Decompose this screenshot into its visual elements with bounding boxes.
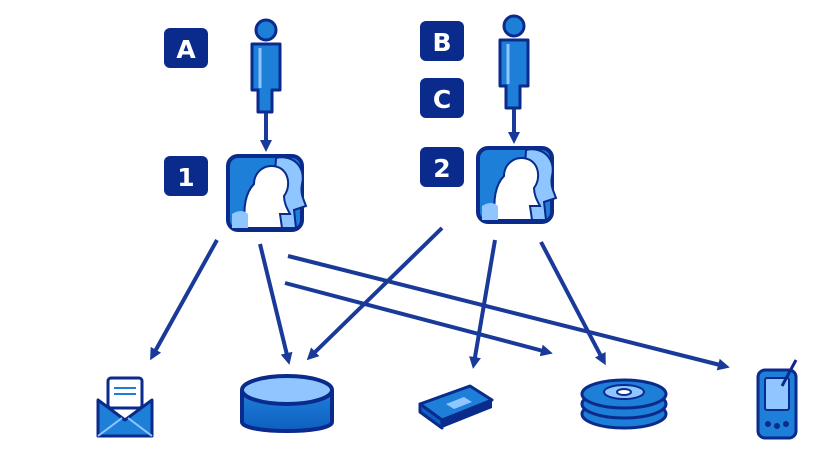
arrow-group-1-to-mail: [150, 239, 219, 361]
arrow-group-1-to-pda: [287, 254, 730, 371]
person-icon: [498, 14, 530, 110]
badge-b-label: B: [432, 28, 451, 57]
badge-1-label: 1: [177, 163, 194, 192]
badge-a: A: [164, 28, 208, 68]
arrows: [150, 109, 730, 371]
arrow-group-1-to-database: [258, 243, 293, 365]
badge-2: 2: [420, 147, 464, 187]
pda-device-icon: [756, 359, 798, 440]
arrow-group-2-to-database: [306, 226, 444, 361]
badge-c: C: [420, 78, 464, 118]
user-group-icon: [226, 154, 308, 232]
mail-envelope-icon: [96, 376, 154, 438]
arrow-group-2-to-card: [469, 239, 497, 369]
arrow-group-2-to-disk-stack: [539, 241, 606, 366]
badge-c-label: C: [433, 85, 451, 114]
smart-card-icon: [418, 384, 494, 430]
database-cylinder-icon: [240, 374, 334, 433]
user-group-icon: [476, 146, 558, 224]
badge-a-label: A: [176, 35, 196, 64]
person-icon: [250, 18, 282, 114]
badge-b: B: [420, 21, 464, 61]
badge-1: 1: [164, 156, 208, 196]
disk-stack-icon: [580, 378, 668, 430]
badge-2-label: 2: [433, 154, 450, 183]
arrow-group-1-to-disks: [284, 281, 553, 357]
